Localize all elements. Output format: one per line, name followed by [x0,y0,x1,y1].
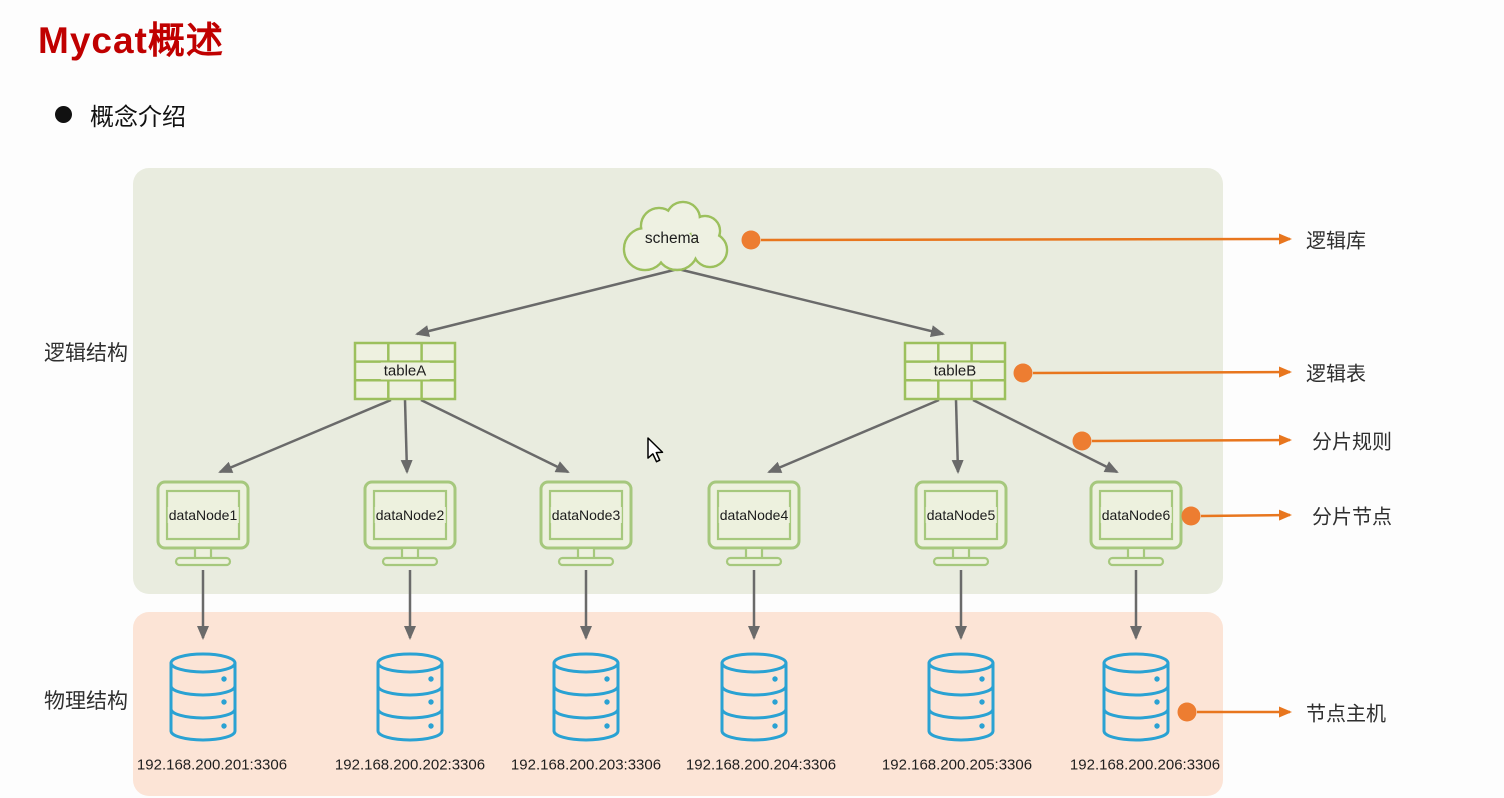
datanode5-label: dataNode5 [925,507,997,523]
table-b-label: tableB [930,362,980,380]
mouse-cursor-icon [647,437,664,463]
callout-shard-node-label: 分片节点 [1312,506,1392,529]
bullet-icon [55,106,72,123]
host3-address: 192.168.200.203:3306 [510,756,662,774]
datanode3-label: dataNode3 [550,507,622,523]
database1-icon [169,652,237,742]
datanode6-monitor-icon [1089,480,1183,567]
callout-shard-rule-label: 分片规则 [1312,431,1392,454]
schema-cloud-icon [622,200,729,272]
datanode2-label: dataNode2 [374,507,446,523]
datanode2-monitor-icon [363,480,457,567]
datanode4-monitor-icon [707,480,801,567]
database2-icon [376,652,444,742]
logical-structure-label: 逻辑结构 [44,342,128,365]
physical-structure-label: 物理结构 [44,690,128,713]
host2-address: 192.168.200.202:3306 [334,756,486,774]
host1-address: 192.168.200.201:3306 [136,756,288,774]
physical-structure-panel [133,612,1223,796]
database3-icon [552,652,620,742]
section-heading: 概念介绍 [55,97,186,132]
schema-label: schema [644,230,700,247]
database6-icon [1102,652,1170,742]
callout-logical-table-label: 逻辑表 [1306,363,1366,386]
datanode1-monitor-icon [156,480,250,567]
host4-address: 192.168.200.204:3306 [685,756,837,774]
datanode3-monitor-icon [539,480,633,567]
section-label: 概念介绍 [90,104,186,131]
callout-dots [741,230,1201,722]
connector-arrows [197,267,1142,640]
table-a-label: tableA [380,362,430,380]
callout-node-host-label: 节点主机 [1306,703,1386,726]
callout-logical-db-label: 逻辑库 [1306,230,1366,253]
host5-address: 192.168.200.205:3306 [881,756,1033,774]
database4-icon [720,652,788,742]
datanode6-label: dataNode6 [1100,507,1172,523]
datanode4-label: dataNode4 [718,507,790,523]
datanode5-monitor-icon [914,480,1008,567]
callout-lines [760,233,1292,718]
database5-icon [927,652,995,742]
host6-address: 192.168.200.206:3306 [1069,756,1221,774]
datanode1-label: dataNode1 [167,507,239,523]
page-title: Mycat概述 [38,20,224,61]
